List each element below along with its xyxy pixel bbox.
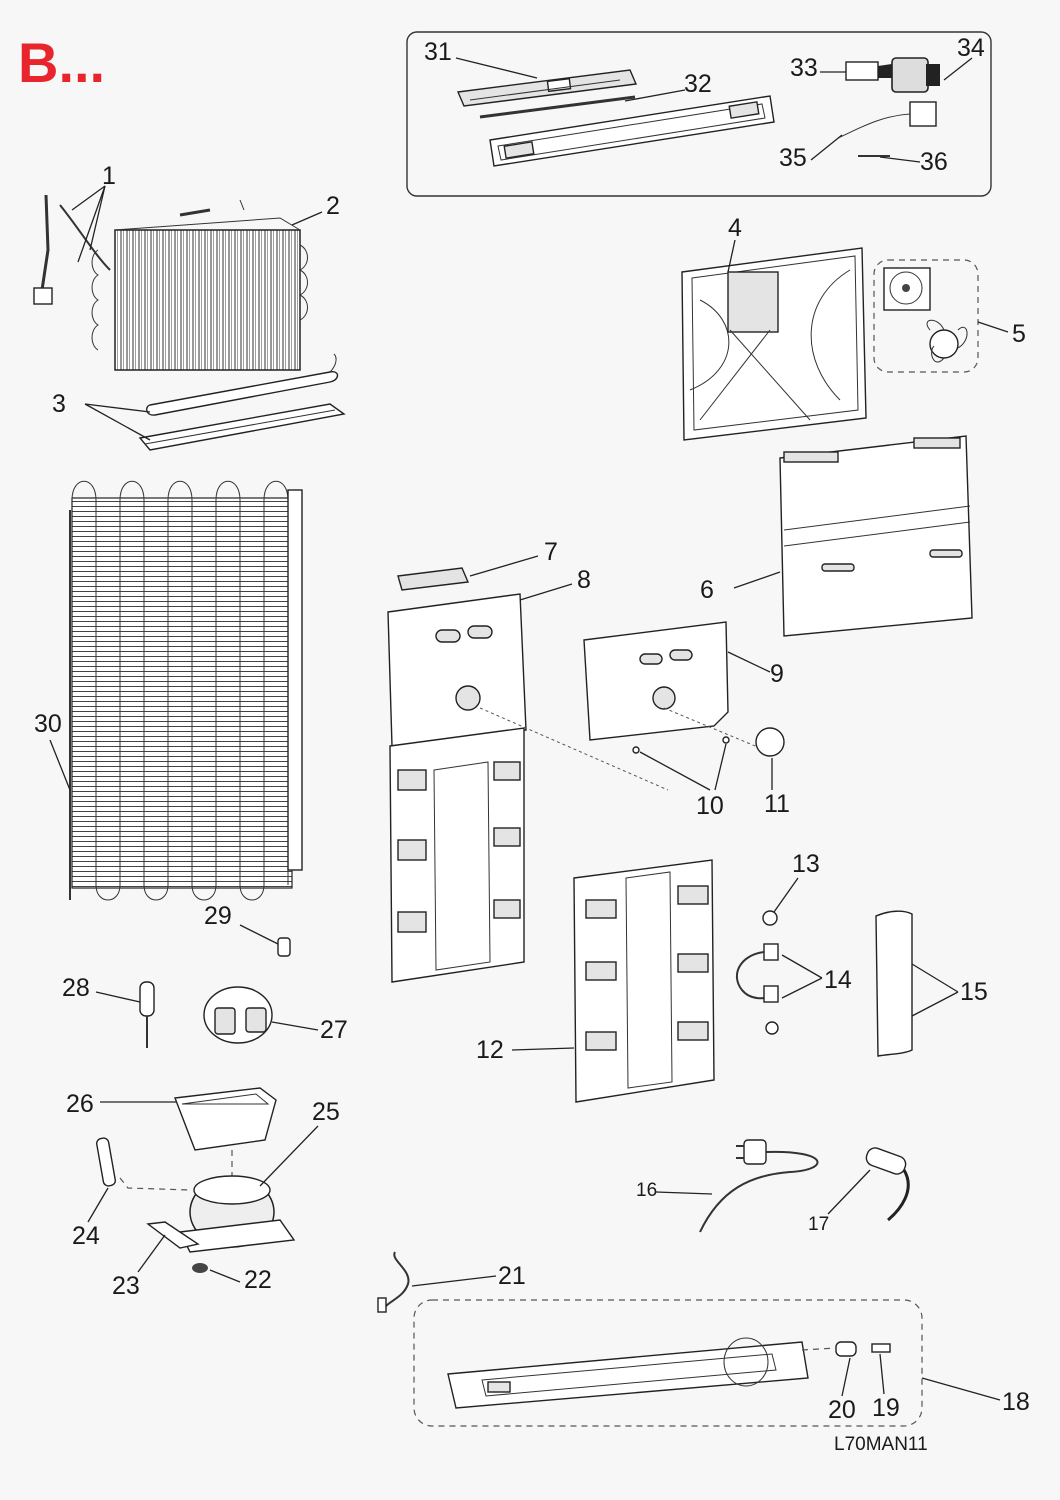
page-title: B... <box>18 31 105 94</box>
callout-27: 27 <box>320 1016 348 1044</box>
callout-29: 29 <box>204 902 232 930</box>
power-cord-16 <box>655 1139 819 1233</box>
capacitor-17 <box>827 1147 910 1222</box>
bushing-20 <box>835 1341 857 1357</box>
callout-18: 18 <box>1002 1388 1030 1416</box>
callout-36: 36 <box>920 148 948 176</box>
callout-20: 20 <box>828 1396 856 1424</box>
callout-30: 30 <box>34 710 62 738</box>
rear-panel-4 <box>681 239 867 441</box>
callout-34: 34 <box>957 34 985 62</box>
compressor-group <box>87 1087 319 1283</box>
drain-tray-3 <box>84 353 346 451</box>
callout-26: 26 <box>66 1090 94 1118</box>
callout-15: 15 <box>960 978 988 1006</box>
callout-17: 17 <box>808 1214 829 1235</box>
callout-12: 12 <box>476 1036 504 1064</box>
callout-13: 13 <box>792 850 820 878</box>
callout-9: 9 <box>770 660 784 688</box>
callout-2: 2 <box>326 192 340 220</box>
knob-11 <box>755 727 785 757</box>
damper-7 <box>397 567 470 591</box>
callout-5: 5 <box>1012 320 1026 348</box>
lamp-wires-14 <box>736 943 823 1035</box>
cover-panel-6 <box>733 435 973 637</box>
control-module-frame <box>406 31 992 197</box>
callout-1: 1 <box>102 162 116 190</box>
condenser-2 <box>114 229 301 371</box>
callout-31: 31 <box>424 38 452 66</box>
drawing-code: L70MAN11 <box>834 1434 928 1455</box>
callout-33: 33 <box>790 54 818 82</box>
callout-7: 7 <box>544 538 558 566</box>
wire-condenser-30 <box>49 480 303 901</box>
callout-labels: 1 2 3 4 5 6 7 8 9 10 11 12 13 14 15 16 1… <box>34 34 1030 1424</box>
callout-10: 10 <box>696 792 724 820</box>
shelf-rail-15 <box>875 910 959 1057</box>
evaporating-tray-26 <box>174 1087 277 1151</box>
bracket-23 <box>146 1221 200 1249</box>
dryer-24 <box>96 1137 116 1187</box>
callout-28: 28 <box>62 974 90 1002</box>
grommets-27 <box>203 986 319 1044</box>
fridge-air-duct-8 <box>387 555 669 983</box>
callout-22: 22 <box>244 1266 272 1294</box>
freezer-duct-12 <box>511 859 715 1103</box>
callout-8: 8 <box>577 566 591 594</box>
door-switch-35 <box>909 101 937 127</box>
sensor-wire-21 <box>377 1251 497 1313</box>
washer-22 <box>192 1263 208 1273</box>
relay-28 <box>95 981 155 1048</box>
thermostat-13 <box>762 877 799 926</box>
callout-35: 35 <box>779 144 807 172</box>
wiring-harness-1 <box>40 194 50 291</box>
condenser-assembly <box>33 185 323 371</box>
air-duct-9 <box>583 621 771 749</box>
callout-24: 24 <box>72 1222 100 1250</box>
screw-10a <box>632 746 640 754</box>
callout-11: 11 <box>764 790 790 818</box>
lamp-cover-34 <box>891 57 929 93</box>
callout-23: 23 <box>112 1272 140 1300</box>
callout-25: 25 <box>312 1098 340 1126</box>
callout-19: 19 <box>872 1394 900 1422</box>
control-board-31 <box>456 69 638 107</box>
base-plate-group-18 <box>413 1299 1001 1427</box>
fan-assembly-5 <box>873 259 1009 373</box>
lamp-holder-33 <box>845 61 879 81</box>
callout-14: 14 <box>824 966 852 994</box>
callout-3: 3 <box>52 390 66 418</box>
callout-21: 21 <box>498 1262 526 1290</box>
callout-4: 4 <box>728 214 742 242</box>
pin-19 <box>871 1343 891 1353</box>
callout-6: 6 <box>700 576 714 604</box>
control-module-group <box>406 31 992 197</box>
callout-16: 16 <box>636 1180 657 1201</box>
filter-29 <box>277 937 291 957</box>
callout-32: 32 <box>684 70 712 98</box>
screw-10b <box>722 736 730 744</box>
